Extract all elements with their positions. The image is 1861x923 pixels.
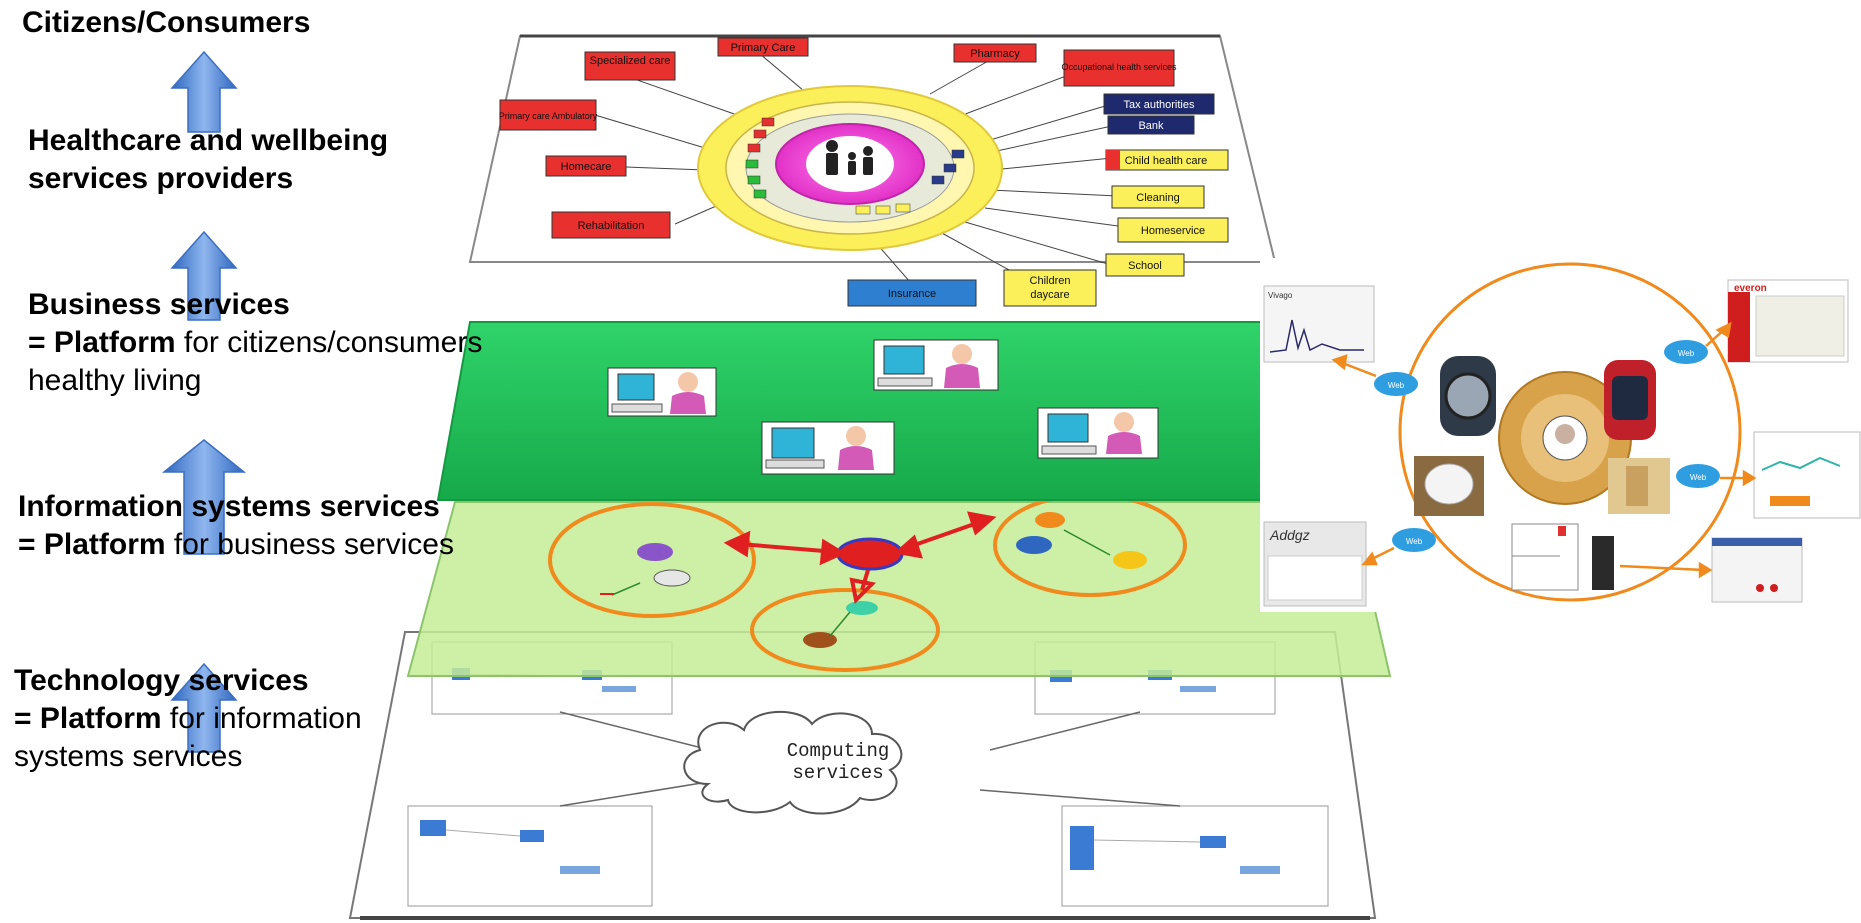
svg-text:Web: Web xyxy=(1406,537,1423,546)
information-systems-label: Information systems services = Platform … xyxy=(18,490,454,561)
alarm-screenshot xyxy=(1711,537,1803,603)
svg-text:Web: Web xyxy=(1388,381,1405,390)
svg-text:Vivago: Vivago xyxy=(1268,291,1293,300)
svg-text:Rehabilitation: Rehabilitation xyxy=(578,220,645,232)
care-box-primary: Primary Care xyxy=(717,37,809,57)
svg-text:Specialized care: Specialized care xyxy=(590,55,671,67)
family-icon xyxy=(826,140,873,175)
care-box-homecare: Homecare xyxy=(545,155,627,177)
care-box-school: School xyxy=(1105,253,1185,277)
care-box-pharmacy: Pharmacy xyxy=(953,43,1037,63)
arrow-up-icon xyxy=(170,662,238,753)
care-box-occupational: Occupational health services xyxy=(1061,49,1177,87)
web-cloud-icon: Web xyxy=(1664,340,1708,364)
svg-text:Insurance: Insurance xyxy=(888,288,936,300)
svg-text:Occupational health services: Occupational health services xyxy=(1061,62,1177,72)
data-flow-arrows xyxy=(1331,321,1757,579)
svg-text:everon: everon xyxy=(1734,283,1767,294)
care-box-insurance: Insurance xyxy=(847,279,977,307)
server-diagram xyxy=(1061,805,1329,907)
svg-text:Bank: Bank xyxy=(1138,120,1164,132)
user-workstation-icon xyxy=(761,421,895,475)
care-box-specialized: Specialized care xyxy=(584,51,676,81)
svg-text:Pharmacy: Pharmacy xyxy=(970,48,1020,60)
svg-text:Homeservice: Homeservice xyxy=(1141,225,1205,237)
svg-text:Primary Care: Primary Care xyxy=(731,42,796,54)
service-sector-tiles xyxy=(745,117,965,215)
service-cluster xyxy=(548,502,756,618)
svg-text:Web: Web xyxy=(1690,473,1707,482)
svg-text:Web: Web xyxy=(1678,349,1695,358)
citizens-label: Citizens/Consumers xyxy=(22,6,311,39)
information-systems-layer xyxy=(406,493,1392,677)
care-box-rehabilitation: Rehabilitation xyxy=(551,211,671,239)
floorplan-icon xyxy=(1511,523,1579,591)
web-cloud-icon: Web xyxy=(1392,528,1436,552)
care-box-bank: Bank xyxy=(1107,115,1195,135)
user-workstation-icon xyxy=(607,367,717,417)
svg-text:Homecare: Homecare xyxy=(561,161,612,173)
care-box-tax: Tax authorities xyxy=(1103,93,1215,115)
ecosystem-diagram: Vivago everon Addgz xyxy=(1260,258,1861,612)
addgz-screenshot: Addgz xyxy=(1263,521,1367,607)
service-cluster xyxy=(993,493,1187,597)
door-sensor-icon xyxy=(1608,458,1670,514)
care-box-cleaning: Cleaning xyxy=(1111,185,1205,209)
arrow-up-icon xyxy=(170,50,238,133)
wristwatch-icon xyxy=(1604,360,1656,440)
user-workstation-icon xyxy=(1037,407,1159,459)
svg-text:Tax authorities: Tax authorities xyxy=(1124,99,1195,111)
wristwatch-icon xyxy=(1440,356,1496,436)
svg-text:School: School xyxy=(1128,260,1162,272)
svg-text:Cleaning: Cleaning xyxy=(1136,192,1179,204)
cloud-label-line1: Computing xyxy=(787,740,890,762)
service-cluster xyxy=(750,588,940,672)
vitalog-screenshot: Vivago xyxy=(1263,285,1375,363)
hub-node xyxy=(836,537,904,571)
monitoring-screenshot xyxy=(1753,431,1861,519)
care-box-primary-ambulatory: Primary care Ambulatory xyxy=(499,99,598,131)
arrow-up-icon xyxy=(161,439,247,555)
business-services-layer xyxy=(436,321,1352,501)
svg-text:Addgz: Addgz xyxy=(1269,527,1310,543)
web-cloud-icon: Web xyxy=(1374,372,1418,396)
healthcare-layer: Specialized care Primary Care Pharmacy O… xyxy=(468,34,1277,307)
svg-text:daycare: daycare xyxy=(1030,289,1069,301)
svg-text:Child health care: Child health care xyxy=(1125,155,1208,167)
server-diagram xyxy=(407,805,653,907)
svg-text:Primary care Ambulatory: Primary care Ambulatory xyxy=(499,111,598,121)
base-station-icon xyxy=(1592,536,1614,590)
everon-screenshot: everon xyxy=(1727,279,1849,363)
care-box-children-daycare: Children daycare xyxy=(1003,269,1097,307)
arrow-up-icon xyxy=(170,230,238,321)
connection-arrows xyxy=(723,511,997,605)
web-cloud-icon: Web xyxy=(1676,464,1720,488)
business-services-label: Business services = Platform for citizen… xyxy=(28,288,483,397)
care-boxes: Specialized care Primary Care Pharmacy O… xyxy=(499,37,1229,307)
avatar xyxy=(1555,424,1575,444)
technology-services-label: Technology services = Platform for infor… xyxy=(14,664,362,773)
cloud-label-line2: services xyxy=(792,762,883,784)
care-box-homeservice: Homeservice xyxy=(1117,217,1229,243)
svg-text:Children: Children xyxy=(1030,275,1071,287)
user-workstation-icon xyxy=(873,339,999,391)
care-box-child-health: Child health care xyxy=(1105,149,1229,171)
sensor-device-icon xyxy=(1414,456,1484,516)
cloud-icon xyxy=(683,711,903,815)
